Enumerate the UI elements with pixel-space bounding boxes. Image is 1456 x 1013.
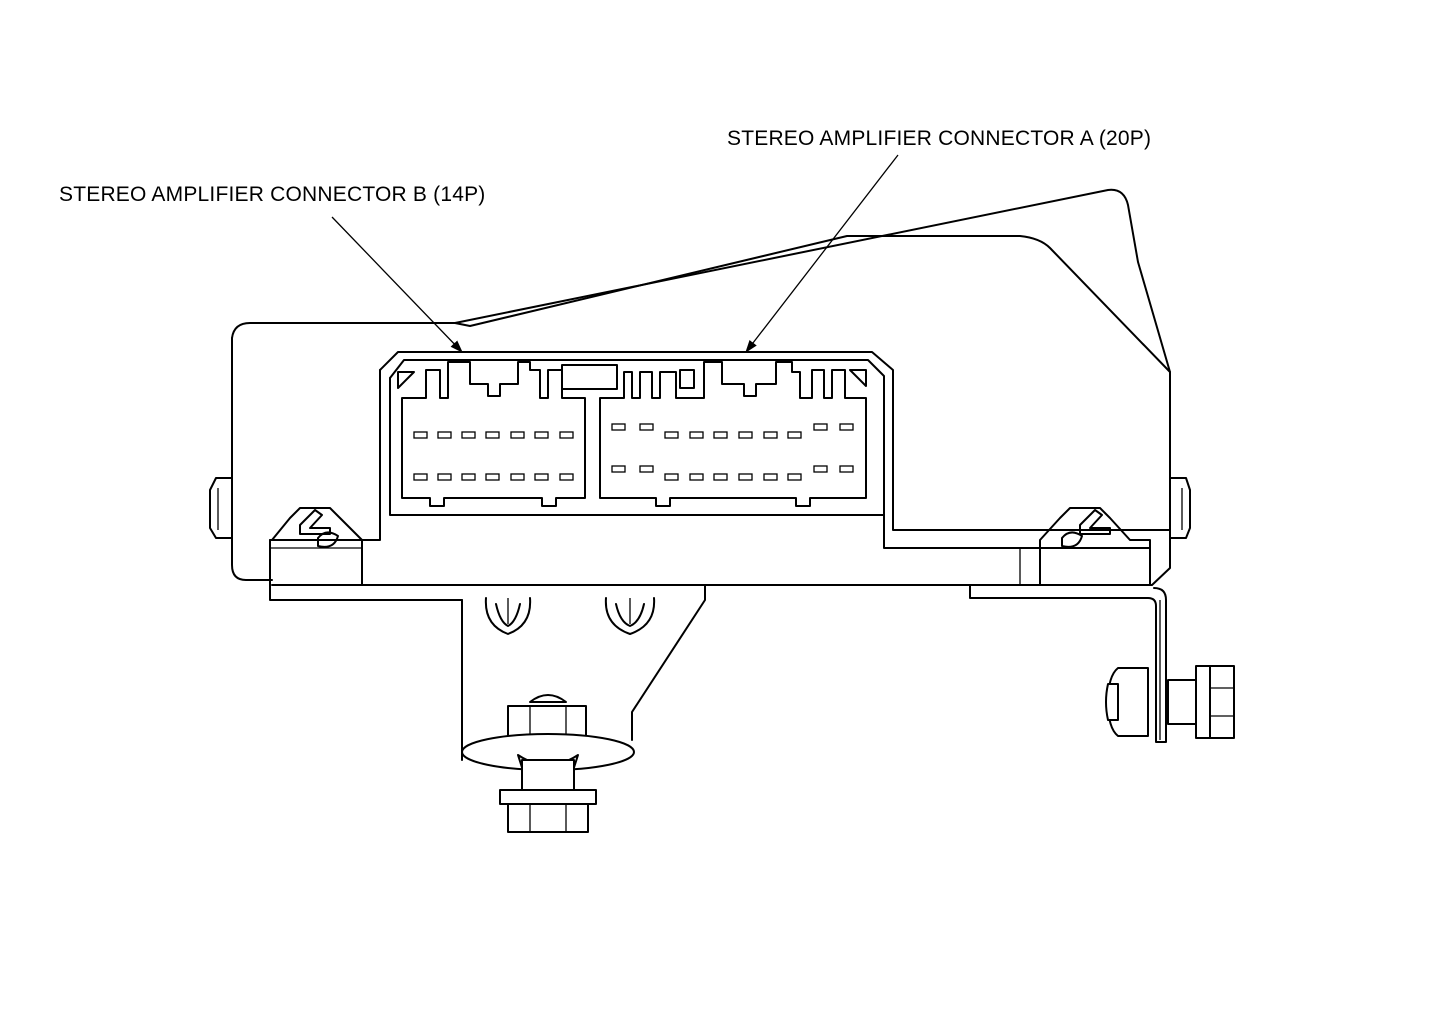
side-bolt xyxy=(1105,665,1235,739)
left-mounting-clip xyxy=(270,507,363,586)
connector-a-leader-arrow xyxy=(745,154,899,354)
bracket-holes xyxy=(484,597,656,635)
right-mounting-clip xyxy=(1019,507,1151,586)
connector-b xyxy=(397,361,586,507)
center-latch xyxy=(561,364,618,390)
connector-a-label: STEREO AMPLIFIER CONNECTOR A (20P) xyxy=(727,127,1152,150)
mounting-bracket xyxy=(269,539,971,761)
connector-a-pin-row-bottom xyxy=(611,465,854,481)
connector-b-leader-arrow xyxy=(331,216,463,353)
bottom-bolt xyxy=(461,694,635,833)
connector-b-pin-row-top xyxy=(413,431,574,439)
connector-b-pin-row-bottom xyxy=(413,473,574,481)
callout-leaders xyxy=(331,154,899,354)
connector-b-label: STEREO AMPLIFIER CONNECTOR B (14P) xyxy=(59,183,486,206)
connector-housing xyxy=(269,351,1171,549)
connector-a-pin-row-top xyxy=(611,423,854,439)
right-bracket xyxy=(969,584,1167,743)
connector-a xyxy=(599,361,867,507)
amplifier-housing xyxy=(209,188,1191,586)
